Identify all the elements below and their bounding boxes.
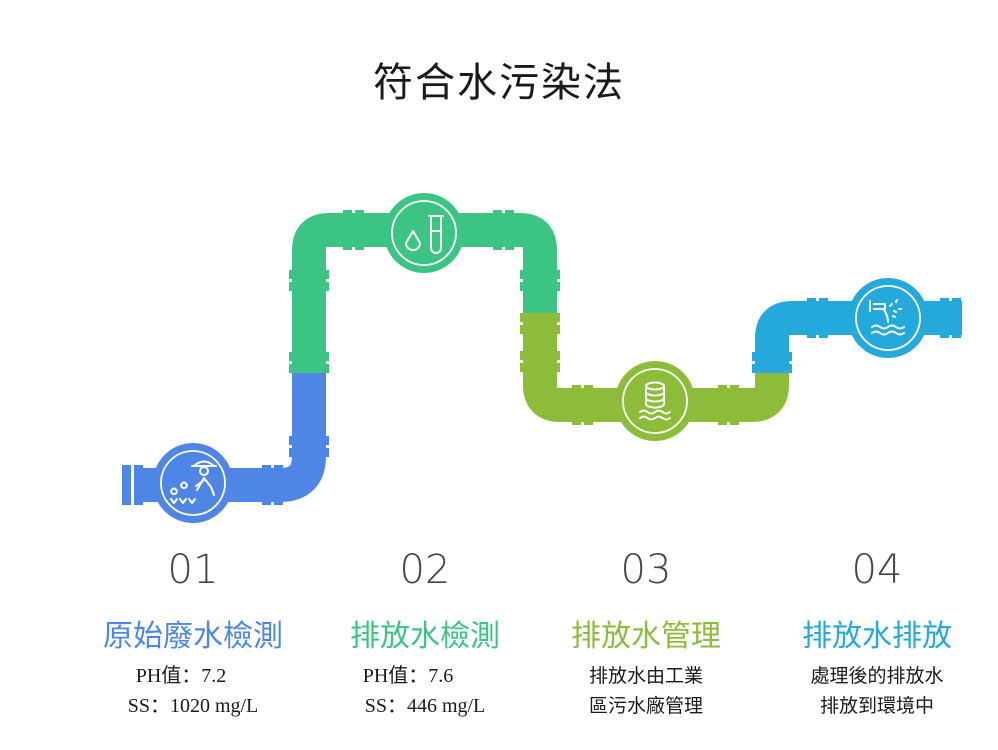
step-title: 排放水排放: [802, 619, 952, 654]
step-number: 04: [851, 547, 903, 593]
step-description-line: SS：446 mg/L: [364, 695, 486, 717]
page-title: 符合水污染法: [373, 60, 625, 106]
step-03: 03 排放水管理 排放水由工業 區污水廠管理: [526, 545, 766, 721]
step-title: 原始廢水檢測: [103, 619, 283, 654]
step-description: 處理後的排放水 排放到環境中: [757, 661, 997, 721]
step-description-line: 區污水廠管理: [588, 695, 703, 717]
pipe-segment-04: [752, 298, 962, 373]
step-number: 03: [620, 547, 672, 593]
step-title: 排放水管理: [571, 619, 721, 654]
step-number: 02: [399, 547, 451, 593]
step-description-line: 排放到環境中: [819, 695, 934, 717]
step-number: 01: [167, 547, 219, 593]
step-description-line: 排放水由工業: [588, 665, 703, 687]
step-description-line: 處理後的排放水: [810, 665, 944, 687]
step-description: PH值：7.2 SS：1020 mg/L: [73, 661, 313, 721]
outflow-pipe-icon: [848, 278, 928, 358]
storage-tank-icon: [615, 361, 695, 441]
step-title: 排放水檢測: [350, 619, 500, 654]
step-02: 02 排放水檢測 PH值：7.6 SS：446 mg/L: [305, 545, 545, 721]
step-description-line: PH值：7.6: [362, 665, 454, 687]
step-description-line: PH值：7.2: [135, 665, 227, 687]
step-description-line: SS：1020 mg/L: [127, 695, 259, 717]
step-04: 04 排放水排放 處理後的排放水 排放到環境中: [757, 545, 997, 721]
step-description: PH值：7.6 SS：446 mg/L: [305, 661, 545, 721]
pipe-segment-01: [122, 350, 329, 505]
step-description: 排放水由工業 區污水廠管理: [526, 661, 766, 721]
step-01: 01 原始廢水檢測 PH值：7.2 SS：1020 mg/L: [73, 545, 313, 721]
worker-water-icon: [153, 443, 233, 523]
test-tube-drop-icon: [384, 193, 464, 273]
